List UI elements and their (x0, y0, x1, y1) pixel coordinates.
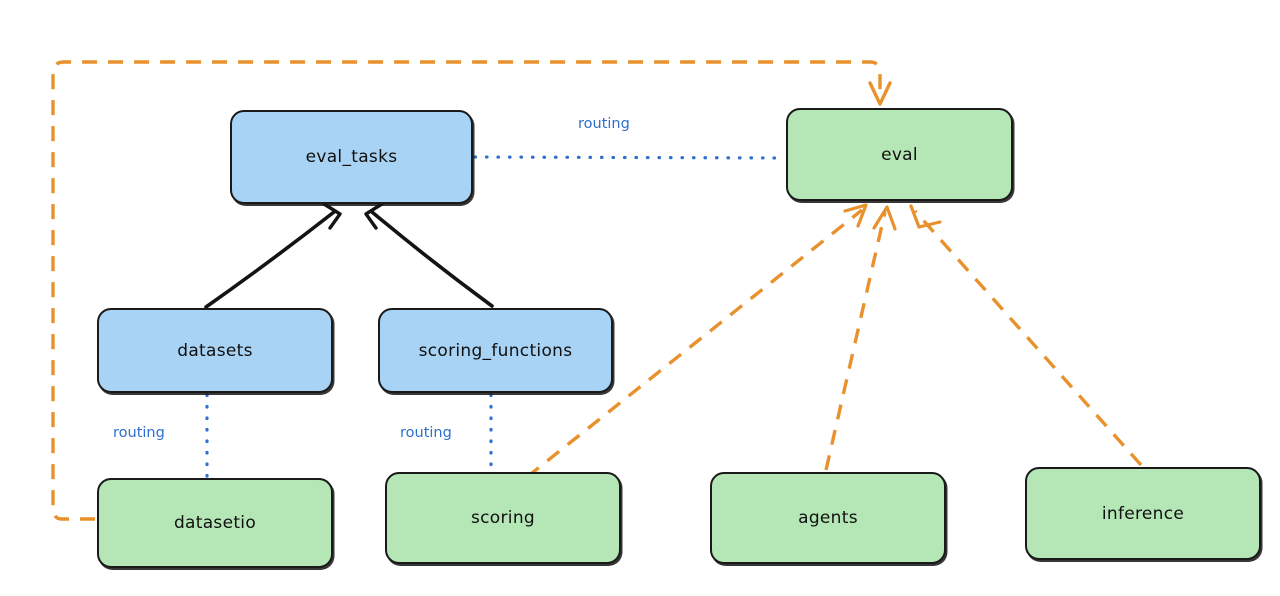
node-scoring-functions[interactable]: scoring_functions (378, 308, 613, 393)
node-eval[interactable]: eval (786, 108, 1013, 201)
node-datasets[interactable]: datasets (97, 308, 333, 393)
edge-inference-to-eval (909, 204, 1143, 467)
edge-datasets-to-eval-tasks (204, 202, 342, 309)
edge-eval-tasks-to-eval (473, 155, 786, 160)
node-inference[interactable]: inference (1025, 467, 1261, 560)
node-scoring[interactable]: scoring (385, 472, 621, 564)
node-label-scoring: scoring (471, 508, 535, 528)
node-agents[interactable]: agents (710, 472, 946, 564)
edge-label-routing-eval-tasks: routing (578, 116, 630, 132)
edge-label-routing-datasets: routing (113, 425, 165, 441)
node-eval-tasks[interactable]: eval_tasks (230, 110, 473, 204)
edge-scoring-functions-to-eval-tasks (364, 202, 494, 308)
edge-agents-to-eval (824, 205, 897, 471)
node-label-datasetio: datasetio (173, 513, 257, 533)
node-label-eval-tasks: eval_tasks (305, 147, 398, 167)
node-label-agents: agents (798, 508, 858, 528)
edge-label-routing-scoring-functions: routing (400, 425, 452, 441)
node-label-datasets: datasets (177, 340, 253, 361)
node-datasetio[interactable]: datasetio (97, 478, 333, 568)
node-label-inference: inference (1101, 503, 1185, 524)
node-label-eval: eval (881, 144, 918, 165)
node-label-scoring-functions: scoring_functions (418, 340, 573, 361)
